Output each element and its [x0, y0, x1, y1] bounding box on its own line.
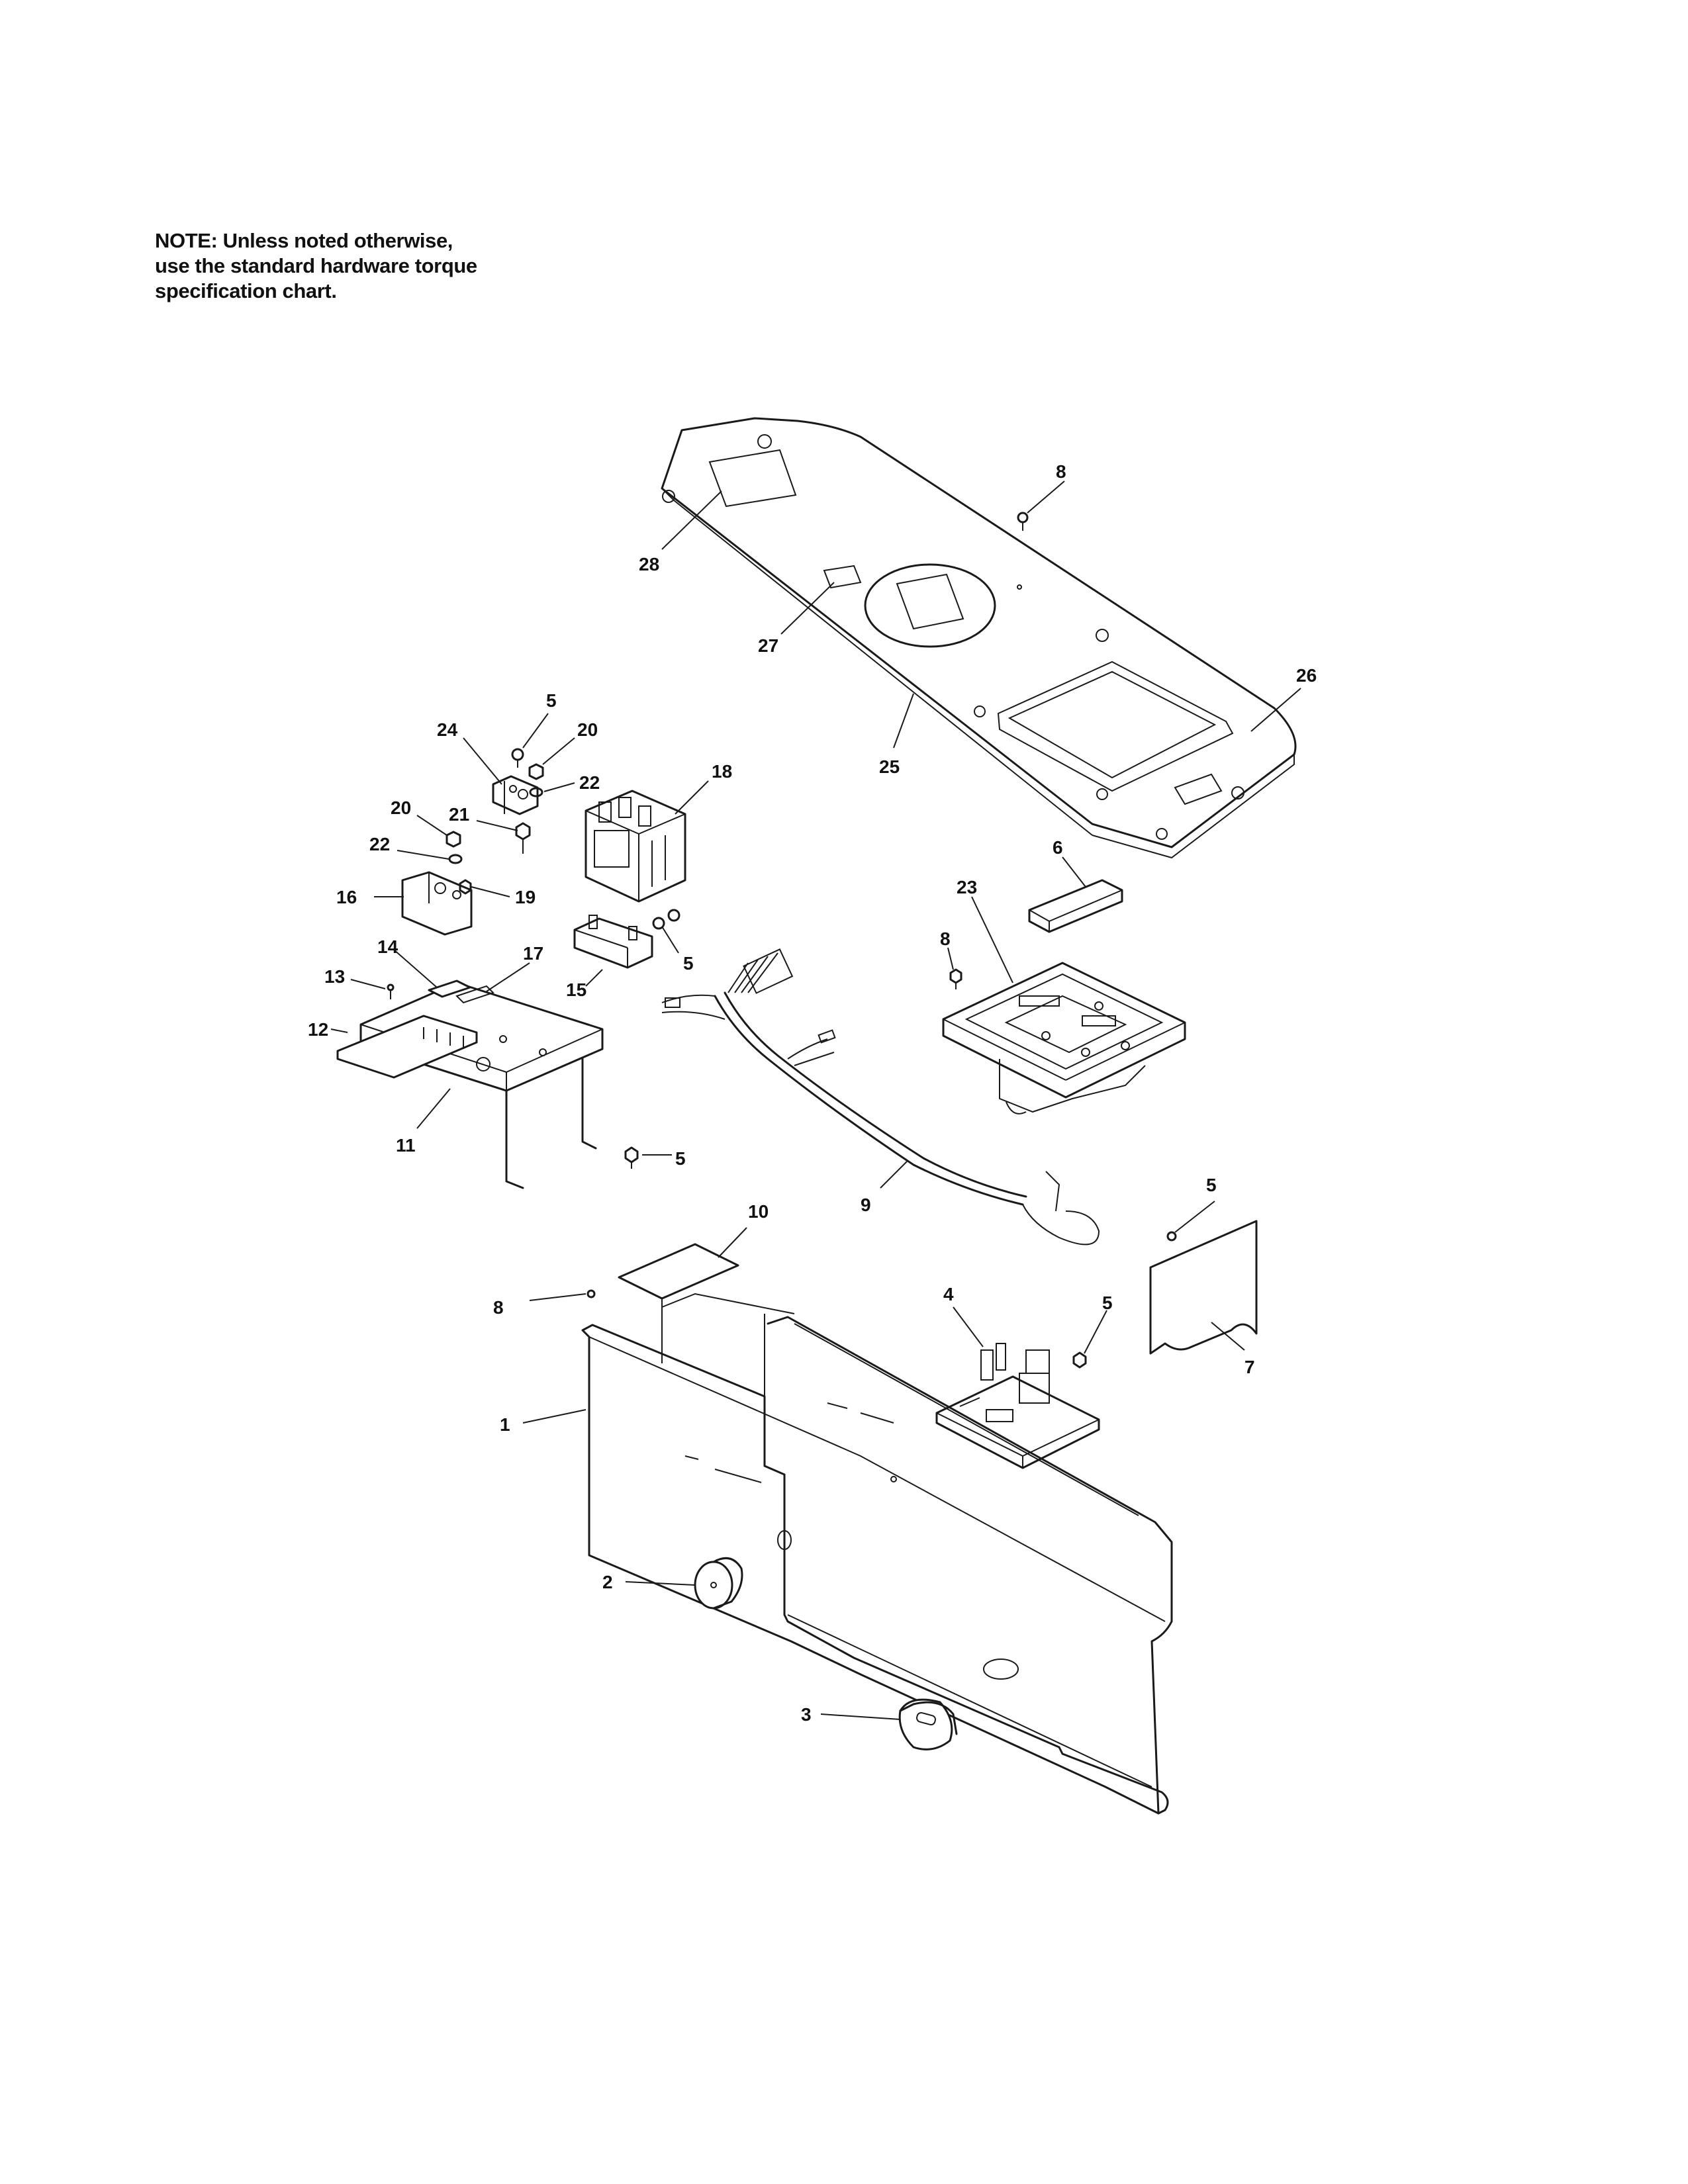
- callout-7: 7: [1244, 1357, 1255, 1377]
- screw-8-board: [949, 968, 962, 989]
- shield-plate-7: [1149, 1220, 1258, 1355]
- callout-5-shield: 5: [1206, 1175, 1217, 1195]
- note-line-2: use the standard hardware torque: [155, 254, 477, 277]
- screw-5-board: [1072, 1351, 1087, 1369]
- relay-15: [573, 915, 653, 969]
- callout-16: 16: [336, 887, 357, 907]
- callout-14: 14: [377, 936, 399, 957]
- callout-8-board: 8: [940, 929, 951, 949]
- wiring-harness-9: [661, 948, 1100, 1246]
- washer-22-lower: [448, 854, 463, 864]
- callout-25: 25: [879, 756, 900, 777]
- callout-5-upper: 5: [546, 690, 557, 711]
- screw-13: [387, 983, 395, 999]
- nut-20-upper: [528, 763, 544, 780]
- callout-17: 17: [523, 943, 543, 964]
- callout-12: 12: [308, 1019, 328, 1040]
- callout-18: 18: [712, 761, 732, 782]
- callout-2: 2: [602, 1572, 613, 1592]
- callout-4: 4: [943, 1284, 954, 1304]
- terminal-strip-12: [336, 1015, 478, 1079]
- screws-5-relay: [652, 909, 680, 930]
- callout-9: 9: [861, 1195, 871, 1215]
- top-cover-panel: [661, 417, 1297, 859]
- cover-strip-6: [1028, 879, 1123, 933]
- callout-23: 23: [957, 877, 977, 897]
- screw-5-bracket: [624, 1146, 639, 1169]
- fuse-block-17: [455, 985, 494, 1004]
- leader-lines: [330, 480, 1301, 1720]
- callout-27: 27: [758, 635, 778, 656]
- nut-20-lower: [445, 831, 461, 848]
- callout-5-board: 5: [1102, 1293, 1113, 1313]
- callout-labels: 28 27 8 26 25 5 24 20 22 18 20 21 22 16 …: [308, 461, 1317, 1725]
- note-line-3: specification chart.: [155, 279, 337, 302]
- circuit-board-4: [935, 1343, 1100, 1469]
- callout-22-lower: 22: [369, 834, 390, 854]
- callout-28: 28: [639, 554, 659, 574]
- callout-6: 6: [1053, 837, 1063, 858]
- control-board-23: [942, 962, 1186, 1115]
- screw-8-top: [1017, 512, 1029, 531]
- callout-5-bracket: 5: [675, 1148, 686, 1169]
- washer-22-upper: [529, 787, 543, 797]
- callout-10: 10: [748, 1201, 769, 1222]
- callout-3: 3: [801, 1704, 812, 1725]
- callout-24: 24: [437, 719, 458, 740]
- callout-13: 13: [324, 966, 345, 987]
- callout-26: 26: [1296, 665, 1317, 686]
- terminal-block-16: [401, 871, 473, 936]
- callout-19: 19: [515, 887, 536, 907]
- label-10: [618, 1243, 739, 1300]
- main-housing-1: [581, 1293, 1173, 1815]
- foot-2: [694, 1557, 743, 1610]
- callout-8-housing: 8: [493, 1297, 504, 1318]
- torque-note: NOTE: Unless noted otherwise, use the st…: [155, 228, 477, 304]
- screw-5-upper: [511, 748, 524, 768]
- callout-5-relay: 5: [683, 953, 694, 974]
- callout-21: 21: [449, 804, 469, 825]
- callout-8-top: 8: [1056, 461, 1066, 482]
- bracket-24: [492, 775, 539, 815]
- callout-22-upper: 22: [579, 772, 600, 793]
- foot-3: [898, 1698, 958, 1751]
- contactor-18: [585, 790, 686, 903]
- callout-11: 11: [396, 1135, 416, 1156]
- callout-1: 1: [500, 1414, 510, 1435]
- callout-20-upper: 20: [577, 719, 598, 740]
- mounting-bracket-11: [359, 981, 604, 1189]
- callout-20-lower: 20: [391, 797, 411, 818]
- callout-15: 15: [566, 979, 586, 1000]
- screw-5-shield: [1166, 1231, 1177, 1242]
- screw-8-housing: [586, 1289, 596, 1298]
- note-line-1: NOTE: Unless noted otherwise,: [155, 229, 453, 252]
- screw-19: [459, 879, 472, 895]
- clip-14: [428, 979, 471, 998]
- bolt-21: [515, 822, 531, 854]
